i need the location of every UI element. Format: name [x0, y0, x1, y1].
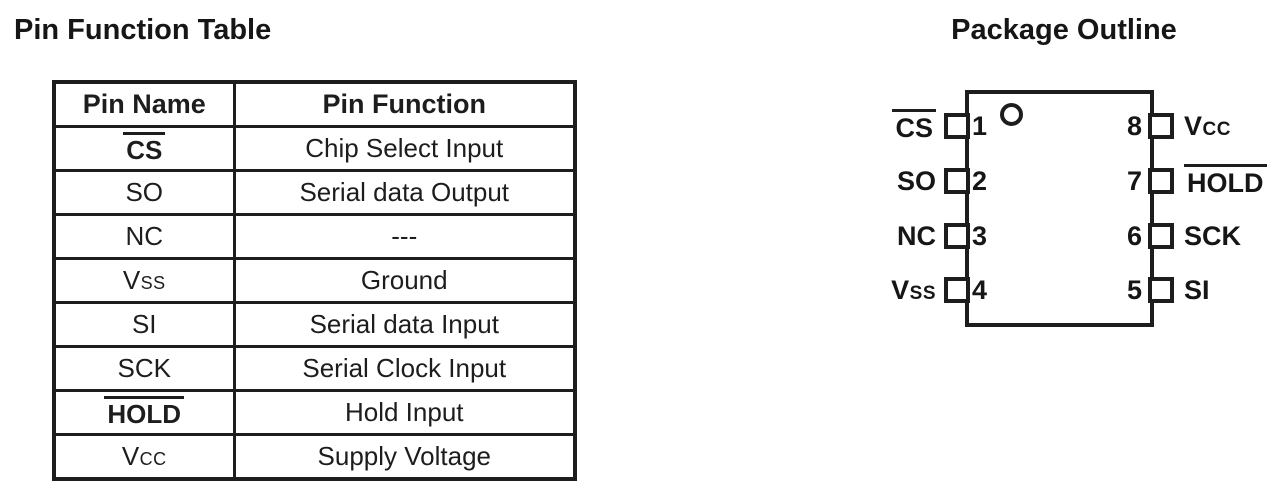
pin-name-cell: NC	[52, 213, 236, 260]
pin-label-nc: NC	[897, 220, 936, 251]
pin-name-cell: SI	[52, 301, 236, 348]
pin-label-hold: HOLD	[1184, 163, 1274, 199]
pin-number-5: 5	[1126, 274, 1142, 305]
table-row: HOLD Hold Input	[52, 389, 577, 436]
pin-number-6: 6	[1126, 220, 1142, 251]
pin-function-cell: Chip Select Input	[232, 125, 577, 172]
pin-pad-4	[944, 277, 970, 303]
pin-function-table: Pin Name Pin Function CS Chip Select Inp…	[52, 80, 577, 481]
pin-function-cell: Serial data Output	[232, 169, 577, 216]
table-row: NC ---	[52, 213, 577, 260]
table-row: Vss Ground	[52, 257, 577, 304]
pin-name-cell: SCK	[52, 345, 236, 392]
table-header-row: Pin Name Pin Function	[52, 80, 577, 128]
pin-name-hold: HOLD	[104, 395, 185, 428]
column-header-pin-name: Pin Name	[52, 80, 236, 128]
pin-name-cell: HOLD	[52, 389, 236, 436]
pin-function-cell: Serial data Input	[232, 301, 577, 348]
table-row: CS Chip Select Input	[52, 125, 577, 172]
pin-label-vcc: Vcc	[1184, 110, 1231, 141]
pin-name-vss: Vss	[122, 265, 166, 295]
pin-name-vcc: Vcc	[121, 441, 167, 471]
pin-pad-2	[944, 168, 970, 194]
pin-number-3: 3	[972, 220, 988, 251]
pin-name-cell: Vcc	[52, 433, 236, 481]
table-row: Vcc Supply Voltage	[52, 433, 577, 481]
pin-pad-8	[1148, 113, 1174, 139]
pin-pad-3	[944, 223, 970, 249]
table-row: SCK Serial Clock Input	[52, 345, 577, 392]
pin-number-1: 1	[972, 110, 988, 141]
column-header-pin-function: Pin Function	[232, 80, 577, 128]
pin-name-cell: SO	[52, 169, 236, 216]
pin-label-sck: SCK	[1184, 220, 1242, 251]
pin-number-8: 8	[1126, 110, 1142, 141]
pin-pad-1	[944, 113, 970, 139]
pin-name-cell: CS	[52, 125, 236, 172]
pin-number-4: 4	[972, 274, 988, 305]
pin-number-7: 7	[1126, 165, 1142, 196]
pin-label-cs: CS	[840, 108, 936, 144]
pin-pad-5	[1148, 277, 1174, 303]
pin-label-so: SO	[896, 165, 936, 196]
pin-number-2: 2	[972, 165, 988, 196]
pin-pad-6	[1148, 223, 1174, 249]
pin-function-cell: Supply Voltage	[232, 433, 577, 481]
pin-label-vss: Vss	[891, 274, 936, 305]
pin-function-cell: ---	[232, 213, 577, 260]
pin-name-cell: Vss	[52, 257, 236, 304]
pin-label-si: SI	[1184, 274, 1210, 305]
pin1-indicator-icon	[1000, 103, 1023, 126]
package-body	[965, 90, 1154, 327]
table-row: SI Serial data Input	[52, 301, 577, 348]
pin-function-cell: Serial Clock Input	[232, 345, 577, 392]
pin-function-cell: Ground	[232, 257, 577, 304]
pin-function-table-title: Pin Function Table	[14, 14, 272, 46]
pin-name-cs: CS	[123, 131, 166, 164]
table-row: SO Serial data Output	[52, 169, 577, 216]
package-outline-title: Package Outline	[951, 14, 1177, 46]
pin-function-cell: Hold Input	[232, 389, 577, 436]
pin-pad-7	[1148, 168, 1174, 194]
